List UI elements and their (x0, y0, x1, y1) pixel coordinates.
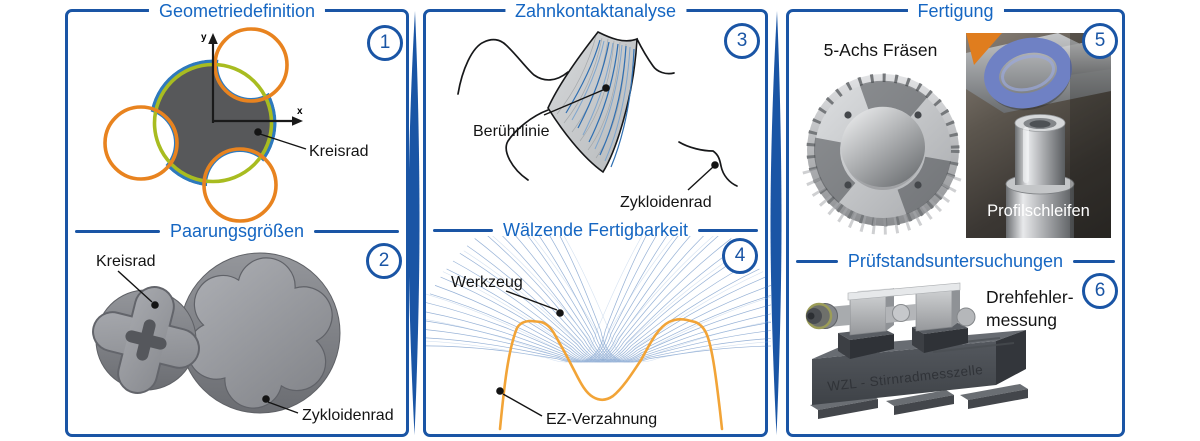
gear-teeth (806, 73, 960, 227)
paarung-diagram: Kreisrad Zykloidenrad (92, 252, 394, 424)
waelzen-diagram: Werkzeug EZ-Verzahnung (426, 236, 771, 435)
kreisrad-gear (92, 286, 200, 394)
callout-dot (556, 309, 564, 317)
coordinate-axes (211, 43, 294, 123)
face-machining-swirl (814, 80, 951, 215)
callout-dot (711, 161, 719, 169)
werkzeug-label: Werkzeug (451, 274, 523, 291)
divider-rule-right (314, 229, 399, 233)
ez-verzahnung-label: EZ-Verzahnung (546, 411, 657, 428)
section-divider-paarungsgroessen: Paarungsgrößen (75, 219, 399, 243)
geometrie-diagram: y x Kreisrad (103, 27, 369, 223)
section-divider-waelzende-fertigbarkeit: Wälzende Fertigbarkeit (433, 218, 758, 242)
callout-line (505, 290, 558, 311)
section-title-pruefstandsuntersuchungen: Prüfstandsuntersuchungen (847, 250, 1064, 271)
axis-y-label: y (201, 32, 207, 43)
callout-dot (602, 84, 610, 92)
section-title-fertigung: Fertigung (907, 0, 1004, 23)
separator-swoosh-right (770, 11, 782, 435)
zahnkontakt-diagram: Berührlinie Zykloidenrad (457, 30, 738, 211)
callout-line (502, 393, 543, 417)
photo-5-achs-fraesen (798, 65, 963, 235)
clamp-blocks (838, 322, 968, 359)
tooth-profiles (457, 38, 738, 187)
photo-profilschleifen: Profilschleifen (966, 33, 1111, 238)
callout-dot (496, 387, 504, 395)
section-title-waelzende-fertigbarkeit: Wälzende Fertigbarkeit (502, 219, 689, 240)
callout-line (259, 133, 307, 150)
ez-tooth-profile (498, 318, 724, 431)
divider-rule-left (433, 228, 493, 232)
zykloidenrad-label: Zykloidenrad (302, 407, 394, 424)
badge-3: 3 (724, 23, 760, 59)
badge-2: 2 (366, 243, 402, 279)
section-title-geometriedefinition: Geometriedefinition (148, 0, 326, 23)
rolling-circles-orange (103, 27, 289, 223)
callout-line (543, 89, 604, 116)
milled-gear-image (802, 73, 963, 235)
box-fertigung-pruefstand: Fertigung 5-Achs Fräsen (786, 0, 1125, 437)
kreisrad-label: Kreisrad (309, 143, 369, 160)
shafts (805, 302, 976, 330)
profilschleifen-label: Profilschleifen (987, 202, 1090, 220)
workpiece (1005, 114, 1075, 238)
drehfehlermessung-label: Drehfehler- messung (986, 286, 1074, 332)
divider-rule-left (75, 229, 160, 233)
drehfehlermessung-line2: messung (986, 310, 1058, 330)
callout-line (117, 270, 153, 303)
callout-dot (151, 301, 159, 309)
axis-x-label: x (297, 106, 303, 117)
callout-dot (254, 128, 262, 136)
box-zahnkontakt-waelzen: Zahnkontaktanalyse 3 (423, 0, 771, 437)
section-title-zahnkontaktanalyse: Zahnkontaktanalyse (504, 0, 687, 23)
orange-guard (966, 33, 1002, 65)
zykloidenrad-gear (179, 252, 341, 414)
y-axis-arrow (208, 33, 218, 44)
grinding-image (966, 33, 1111, 238)
contact-lines (565, 39, 635, 168)
callout-dot (262, 395, 270, 403)
badge-5: 5 (1082, 23, 1118, 59)
grinding-wheel (984, 37, 1072, 111)
bolt-holes (844, 111, 922, 189)
section-divider-pruefstand: Prüfstandsuntersuchungen (796, 249, 1115, 273)
badge-4: 4 (722, 238, 758, 274)
divider-rule-right (698, 228, 758, 232)
separator-swoosh-left (408, 11, 420, 435)
gear-bore (841, 107, 925, 187)
drehfehlermessung-line1: Drehfehler- (986, 287, 1074, 307)
callout-line (687, 166, 714, 191)
section-title-paarungsgroessen: Paarungsgrößen (169, 220, 305, 241)
photo-shadow (1070, 33, 1111, 238)
test-bench-render: WZL - Stirnradmesszelle (805, 282, 1028, 419)
x-axis-arrow (292, 116, 303, 126)
divider-rule-right (1073, 259, 1115, 263)
badge-1: 1 (367, 25, 403, 61)
badge-6: 6 (1082, 273, 1118, 309)
divider-rule-left (796, 259, 838, 263)
beruehrlinie-label: Berührlinie (473, 123, 550, 140)
fraesen-label: 5-Achs Fräsen (823, 40, 938, 60)
zykloidenrad-label: Zykloidenrad (620, 194, 712, 211)
callout-line (267, 401, 299, 414)
box-geometrie-paarung: Geometriedefinition 1 (65, 0, 409, 437)
kreisrad-label: Kreisrad (96, 253, 156, 270)
tooth-flank-surface (547, 30, 638, 174)
